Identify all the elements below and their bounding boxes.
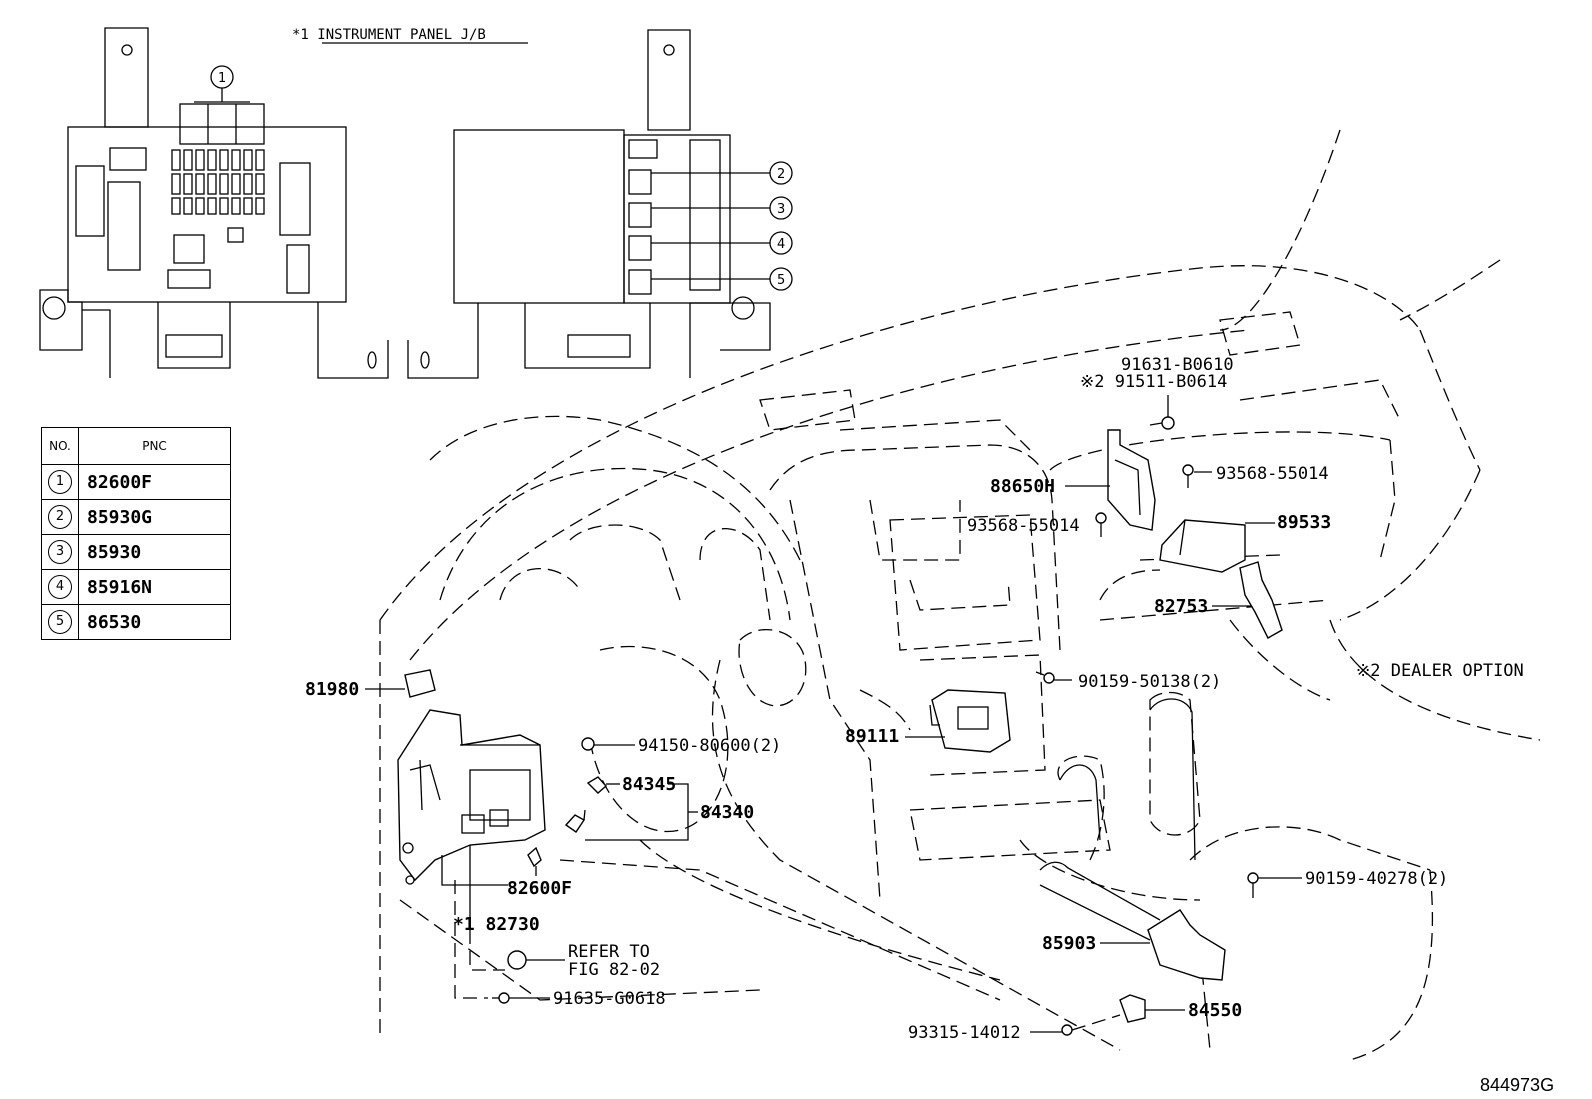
bolt-91631-part — [1149, 395, 1175, 430]
row-number: 2 — [48, 505, 72, 529]
row-number: 5 — [48, 610, 72, 634]
relay-81980-part — [365, 669, 436, 698]
relay-refer-part — [469, 930, 565, 971]
clip-90159-40278 — [1247, 872, 1302, 898]
part-label-93568-upper: 93568-55014 — [1216, 464, 1329, 484]
part-label-81980: 81980 — [305, 679, 359, 700]
row-number: 1 — [48, 470, 72, 494]
module-89111-part — [905, 689, 1011, 753]
switch-assy-84340-part — [564, 783, 698, 841]
callout-3: 3 — [651, 196, 793, 220]
part-label-84340: 84340 — [700, 802, 754, 823]
part-label-91511: ※2 91511-B0614 — [1080, 372, 1227, 392]
part-label-82730: *1 82730 — [453, 914, 540, 935]
header-pnc: PNC — [78, 427, 231, 465]
row-number: 3 — [48, 540, 72, 564]
switch-84345-part — [586, 776, 620, 794]
part-label-91635: 91635-G0618 — [553, 989, 666, 1009]
clip-90159-50138 — [1035, 671, 1072, 684]
header-no: NO. — [41, 427, 79, 465]
refer-label-line1: REFER TO — [568, 942, 650, 962]
callout-5: 5 — [651, 267, 793, 291]
bolt-91635-part — [454, 880, 550, 1004]
callout-3-label: 3 — [777, 202, 785, 217]
callout-4-label: 4 — [777, 237, 785, 252]
nut-94150-part — [581, 737, 635, 751]
part-label-82600f: 82600F — [507, 878, 572, 899]
pnc-table-header-row: NO. PNC — [41, 427, 231, 465]
figure-reference-code: 844973G — [1480, 1075, 1555, 1095]
refer-label-line2: FIG 82-02 — [568, 960, 660, 980]
table-row: 5 86530 — [41, 604, 231, 640]
screw-93315-part — [1030, 1014, 1121, 1036]
part-label-91631: 91631-B0610 — [1121, 355, 1234, 375]
callout-5-label: 5 — [777, 273, 785, 288]
bracket-88650h-part — [1065, 429, 1156, 531]
module-89533-part — [1159, 519, 1275, 573]
screw-93568-upper — [1182, 464, 1212, 488]
shift-lever-sketch — [1039, 698, 1196, 941]
part-label-82753: 82753 — [1154, 596, 1208, 617]
part-label-88650h: 88650H — [990, 476, 1055, 497]
part-label-93568-lower: 93568-55014 — [967, 516, 1080, 536]
part-label-89111: 89111 — [845, 726, 899, 747]
junction-block-front — [39, 27, 389, 379]
leader-82730 — [441, 845, 508, 930]
callout-1-label: 1 — [218, 71, 226, 86]
part-label-84345: 84345 — [622, 774, 676, 795]
table-row: 3 85930 — [41, 534, 231, 570]
row-pnc: 82600F — [78, 464, 231, 500]
part-label-90159-40278: 90159-40278(2) — [1305, 869, 1448, 889]
part-label-94150: 94150-80600(2) — [638, 736, 781, 756]
junction-block-82730-part — [397, 709, 546, 885]
callout-4: 4 — [651, 231, 793, 255]
table-row: 4 85916N — [41, 569, 231, 605]
row-pnc: 85916N — [78, 569, 231, 605]
row-number: 4 — [48, 575, 72, 599]
switch-84550-part — [1119, 994, 1185, 1023]
part-label-84550: 84550 — [1188, 1000, 1242, 1021]
junction-block-title: *1 INSTRUMENT PANEL J/B — [292, 27, 486, 43]
row-pnc: 85930G — [78, 499, 231, 535]
table-row: 1 82600F — [41, 464, 231, 500]
table-row: 2 85930G — [41, 499, 231, 535]
dashboard-outline — [379, 129, 1541, 1061]
pnc-table: NO. PNC 1 82600F 2 85930G 3 85930 4 8591… — [41, 427, 231, 640]
bracket-85903-part — [1100, 909, 1226, 981]
part-label-85903: 85903 — [1042, 933, 1096, 954]
cover-82753-part — [1212, 561, 1283, 639]
callout-1: 1 — [194, 65, 250, 103]
part-label-90159-50138: 90159-50138(2) — [1078, 672, 1221, 692]
row-pnc: 85930 — [78, 534, 231, 570]
dealer-option-note: ※2 DEALER OPTION — [1356, 661, 1524, 681]
part-label-89533: 89533 — [1277, 512, 1331, 533]
row-pnc: 86530 — [78, 604, 231, 640]
screw-93568-lower — [1095, 512, 1107, 537]
callout-2: 2 — [651, 161, 793, 185]
part-label-93315: 93315-14012 — [908, 1023, 1021, 1043]
fuse-82600f-part — [527, 846, 542, 876]
callout-2-label: 2 — [777, 167, 785, 182]
junction-block-rear — [407, 29, 771, 379]
